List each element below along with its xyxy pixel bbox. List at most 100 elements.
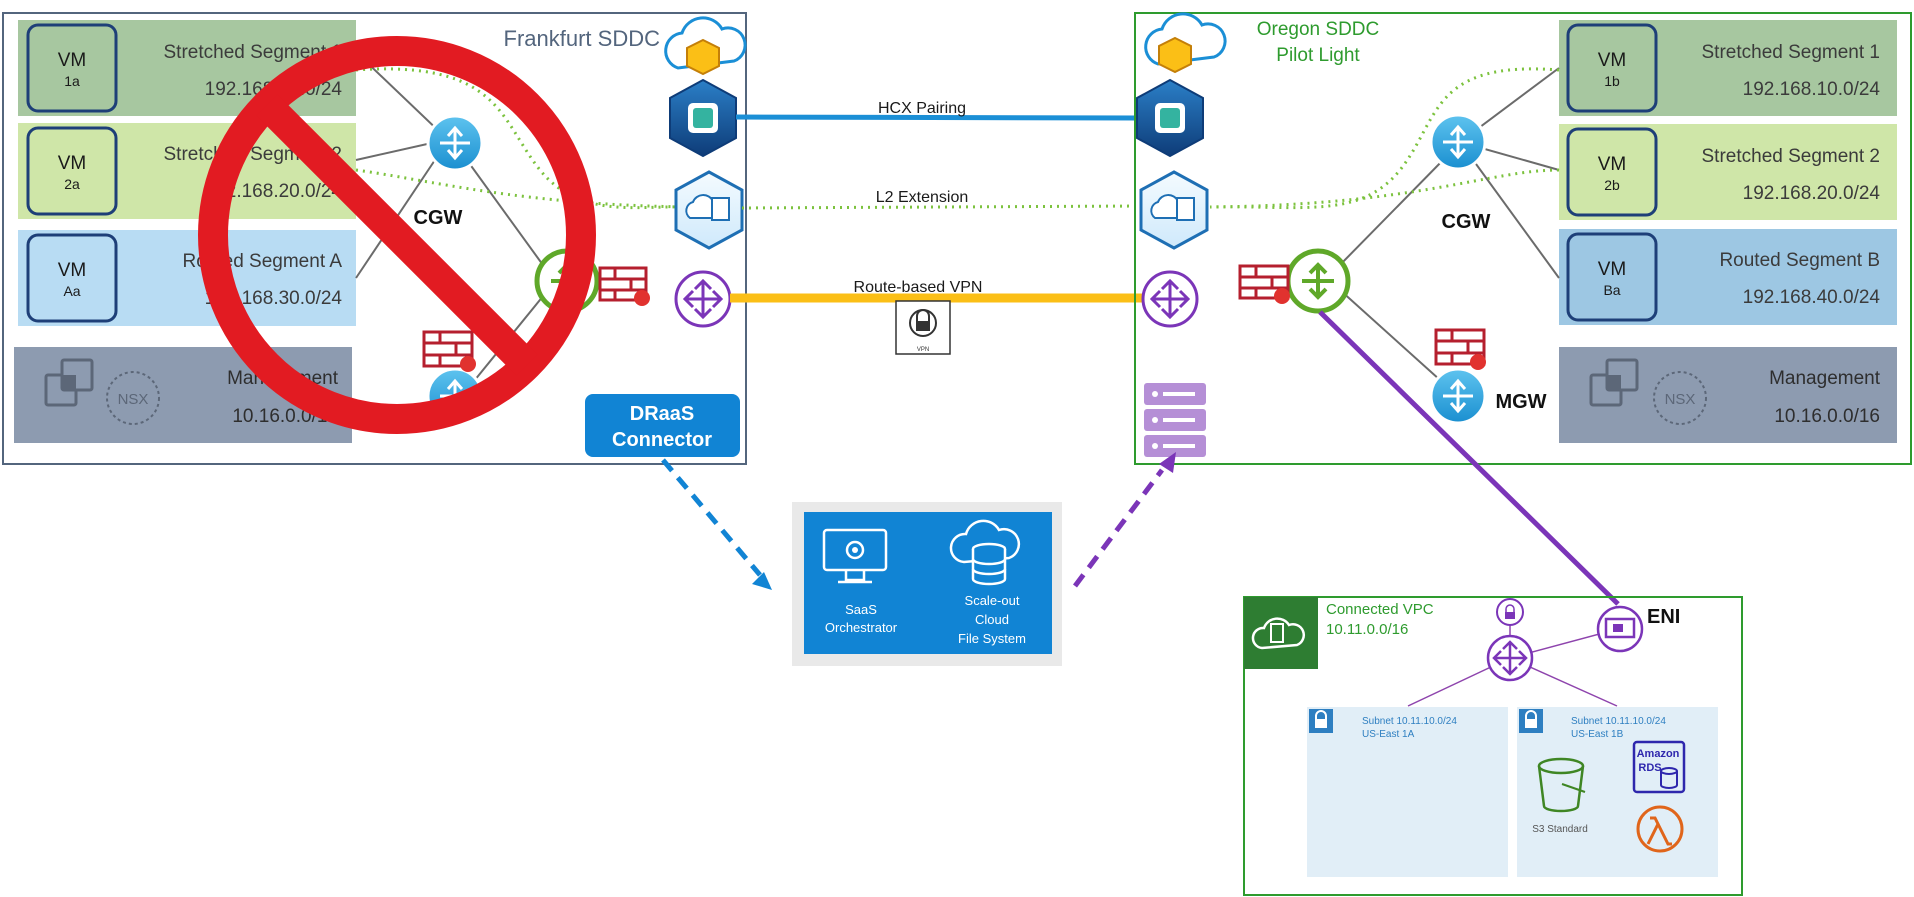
edge-to-eni-line (1318, 310, 1620, 606)
vm-label: VM (1598, 154, 1627, 175)
nsx-label: NSX (1665, 391, 1696, 408)
oregon-segment-2-name: Stretched Segment 2 (1702, 146, 1881, 167)
frankfurt-mgw-firewall-icon (422, 330, 476, 372)
oregon-sddc: Oregon SDDC Pilot Light VM 1b VM 2b VM B… (1134, 12, 1912, 465)
subnet-b-box (1517, 707, 1718, 877)
amazon-rds-icon: Amazon RDS (1632, 740, 1686, 794)
subnet-a-box (1307, 707, 1508, 877)
s3-bucket-icon (1537, 757, 1586, 813)
nsx-label: NSX (118, 391, 149, 408)
vpc-cidr: 10.11.0.0/16 (1326, 621, 1408, 638)
vm-id: 2a (64, 176, 80, 192)
monitor-gear-icon (822, 528, 888, 584)
oregon-l2-arc-2 (1209, 168, 1560, 209)
filesystem-line3: File System (958, 631, 1026, 646)
oregon-routed-b-cidr: 192.168.40.0/24 (1743, 287, 1881, 308)
oregon-management-name: Management (1769, 368, 1881, 389)
frankfurt-cgw-router-icon (426, 114, 484, 172)
oregon-sddc-subtitle: Pilot Light (1276, 45, 1360, 66)
vm-label: VM (1598, 50, 1627, 71)
frankfurt-sddc-border (2, 12, 747, 465)
vm-id: 1a (64, 73, 80, 89)
rds-label-2: RDS (1638, 762, 1661, 774)
oregon-vm-ba: VM Ba (1566, 232, 1658, 322)
vpn-icon-text: VPN (917, 347, 929, 353)
subnet-a-zone: US-East 1A (1362, 729, 1415, 740)
connected-vpc: Connected VPC 10.11.0.0/16 Subnet 10.11.… (1243, 596, 1743, 896)
oregon-l2-extension-icon (1139, 170, 1209, 250)
frankfurt-vm-2a: VM 2a (26, 126, 118, 216)
vpc-badge (1244, 597, 1318, 669)
prohibition-sign-icon (198, 36, 596, 434)
draas-to-saas-arrow (661, 458, 772, 590)
vm-label: VM (1598, 259, 1627, 280)
frankfurt-vm-1a: VM 1a (26, 23, 118, 113)
inter-sddc-links: HCX Pairing L2 Extension Route-based VPN… (730, 100, 1142, 355)
oregon-cgw-label: CGW (1442, 211, 1491, 233)
oregon-management-cidr: 10.16.0.0/16 (1774, 406, 1880, 427)
filesystem-line1: Scale-out (965, 593, 1020, 608)
vm-id: Ba (1603, 282, 1620, 298)
vpc-router-icon (1486, 634, 1534, 682)
oregon-mgw-label: MGW (1495, 391, 1546, 413)
frankfurt-l2-arc-1 (355, 67, 691, 210)
oregon-mgw-router-icon (1429, 367, 1487, 425)
vm-id: 2b (1604, 177, 1620, 193)
l2-extension-line (741, 204, 1141, 210)
vpc-endpoint-lock-icon (1496, 598, 1524, 626)
rds-label-1: Amazon (1637, 748, 1680, 760)
oregon-edge-router-icon (1285, 248, 1351, 314)
oregon-routed-b-name: Routed Segment B (1719, 250, 1880, 271)
oregon-cgw-router-icon (1429, 113, 1487, 171)
frankfurt-edge-firewall-icon (598, 266, 650, 306)
eni-icon (1596, 605, 1644, 653)
oregon-vpn-gateway-icon (1141, 270, 1199, 328)
l2-extension-label: L2 Extension (876, 189, 969, 206)
subnet-a-cidr: Subnet 10.11.10.0/24 (1362, 716, 1457, 727)
oregon-segment-1-row (1559, 20, 1897, 116)
draas-connector-line1: DRaaS (630, 403, 694, 425)
oregon-hcx-icon (1136, 78, 1204, 158)
vpc-title: Connected VPC (1326, 601, 1434, 618)
frankfurt-l2-arc-2 (355, 168, 691, 209)
s3-label: S3 Standard (1532, 824, 1588, 835)
filesystem-line2: Cloud (975, 612, 1009, 627)
oregon-sddc-title: Oregon SDDC (1257, 19, 1380, 40)
frankfurt-vpn-gateway-icon (674, 270, 732, 328)
oregon-routed-b-row (1559, 229, 1897, 325)
oregon-segment-1-cidr: 192.168.10.0/24 (1743, 79, 1881, 100)
frankfurt-hcx-icon (669, 78, 737, 158)
frankfurt-l2-extension-icon (674, 170, 744, 250)
subnet-a-lock-icon (1309, 709, 1333, 733)
oregon-vm-1b: VM 1b (1566, 23, 1658, 113)
vm-id: Aa (63, 283, 80, 299)
oregon-mgw-firewall-icon (1434, 328, 1486, 370)
subnet-b-cidr: Subnet 10.11.10.0/24 (1571, 716, 1666, 727)
oregon-server-stack-icon (1144, 383, 1206, 457)
vcenter-icon (1589, 358, 1639, 407)
oregon-segment-2-cidr: 192.168.20.0/24 (1743, 183, 1881, 204)
frankfurt-vm-aa: VM Aa (26, 233, 118, 323)
draas-connector: DRaaS Connector (585, 394, 740, 457)
oregon-edge-firewall-icon (1238, 264, 1290, 304)
oregon-sddc-border (1134, 12, 1912, 465)
vcenter-icon (44, 358, 94, 407)
vpn-lock-icon: VPN (895, 300, 951, 355)
eni-label: ENI (1647, 606, 1680, 628)
vm-id: 1b (1604, 73, 1620, 89)
vpc-cloud-icon (1251, 617, 1306, 650)
nsx-icon: NSX (1653, 371, 1707, 425)
frankfurt-cgw-label: CGW (414, 207, 463, 229)
oregon-vm-2b: VM 2b (1566, 127, 1658, 217)
frankfurt-segment-2-cidr: 192.168.20.0/24 (205, 181, 343, 202)
oregon-l2-arc-1 (1209, 67, 1560, 210)
oregon-segment-2-row (1559, 124, 1897, 220)
vm-label: VM (58, 50, 87, 71)
saas-orchestrator-line2: Orchestrator (825, 620, 898, 635)
saas-to-oregon-arrow (1073, 452, 1176, 588)
vm-label: VM (58, 260, 87, 281)
nsx-icon: NSX (106, 371, 160, 425)
hcx-pairing-line (735, 114, 1141, 121)
saas-orchestrator-line1: SaaS (845, 602, 877, 617)
